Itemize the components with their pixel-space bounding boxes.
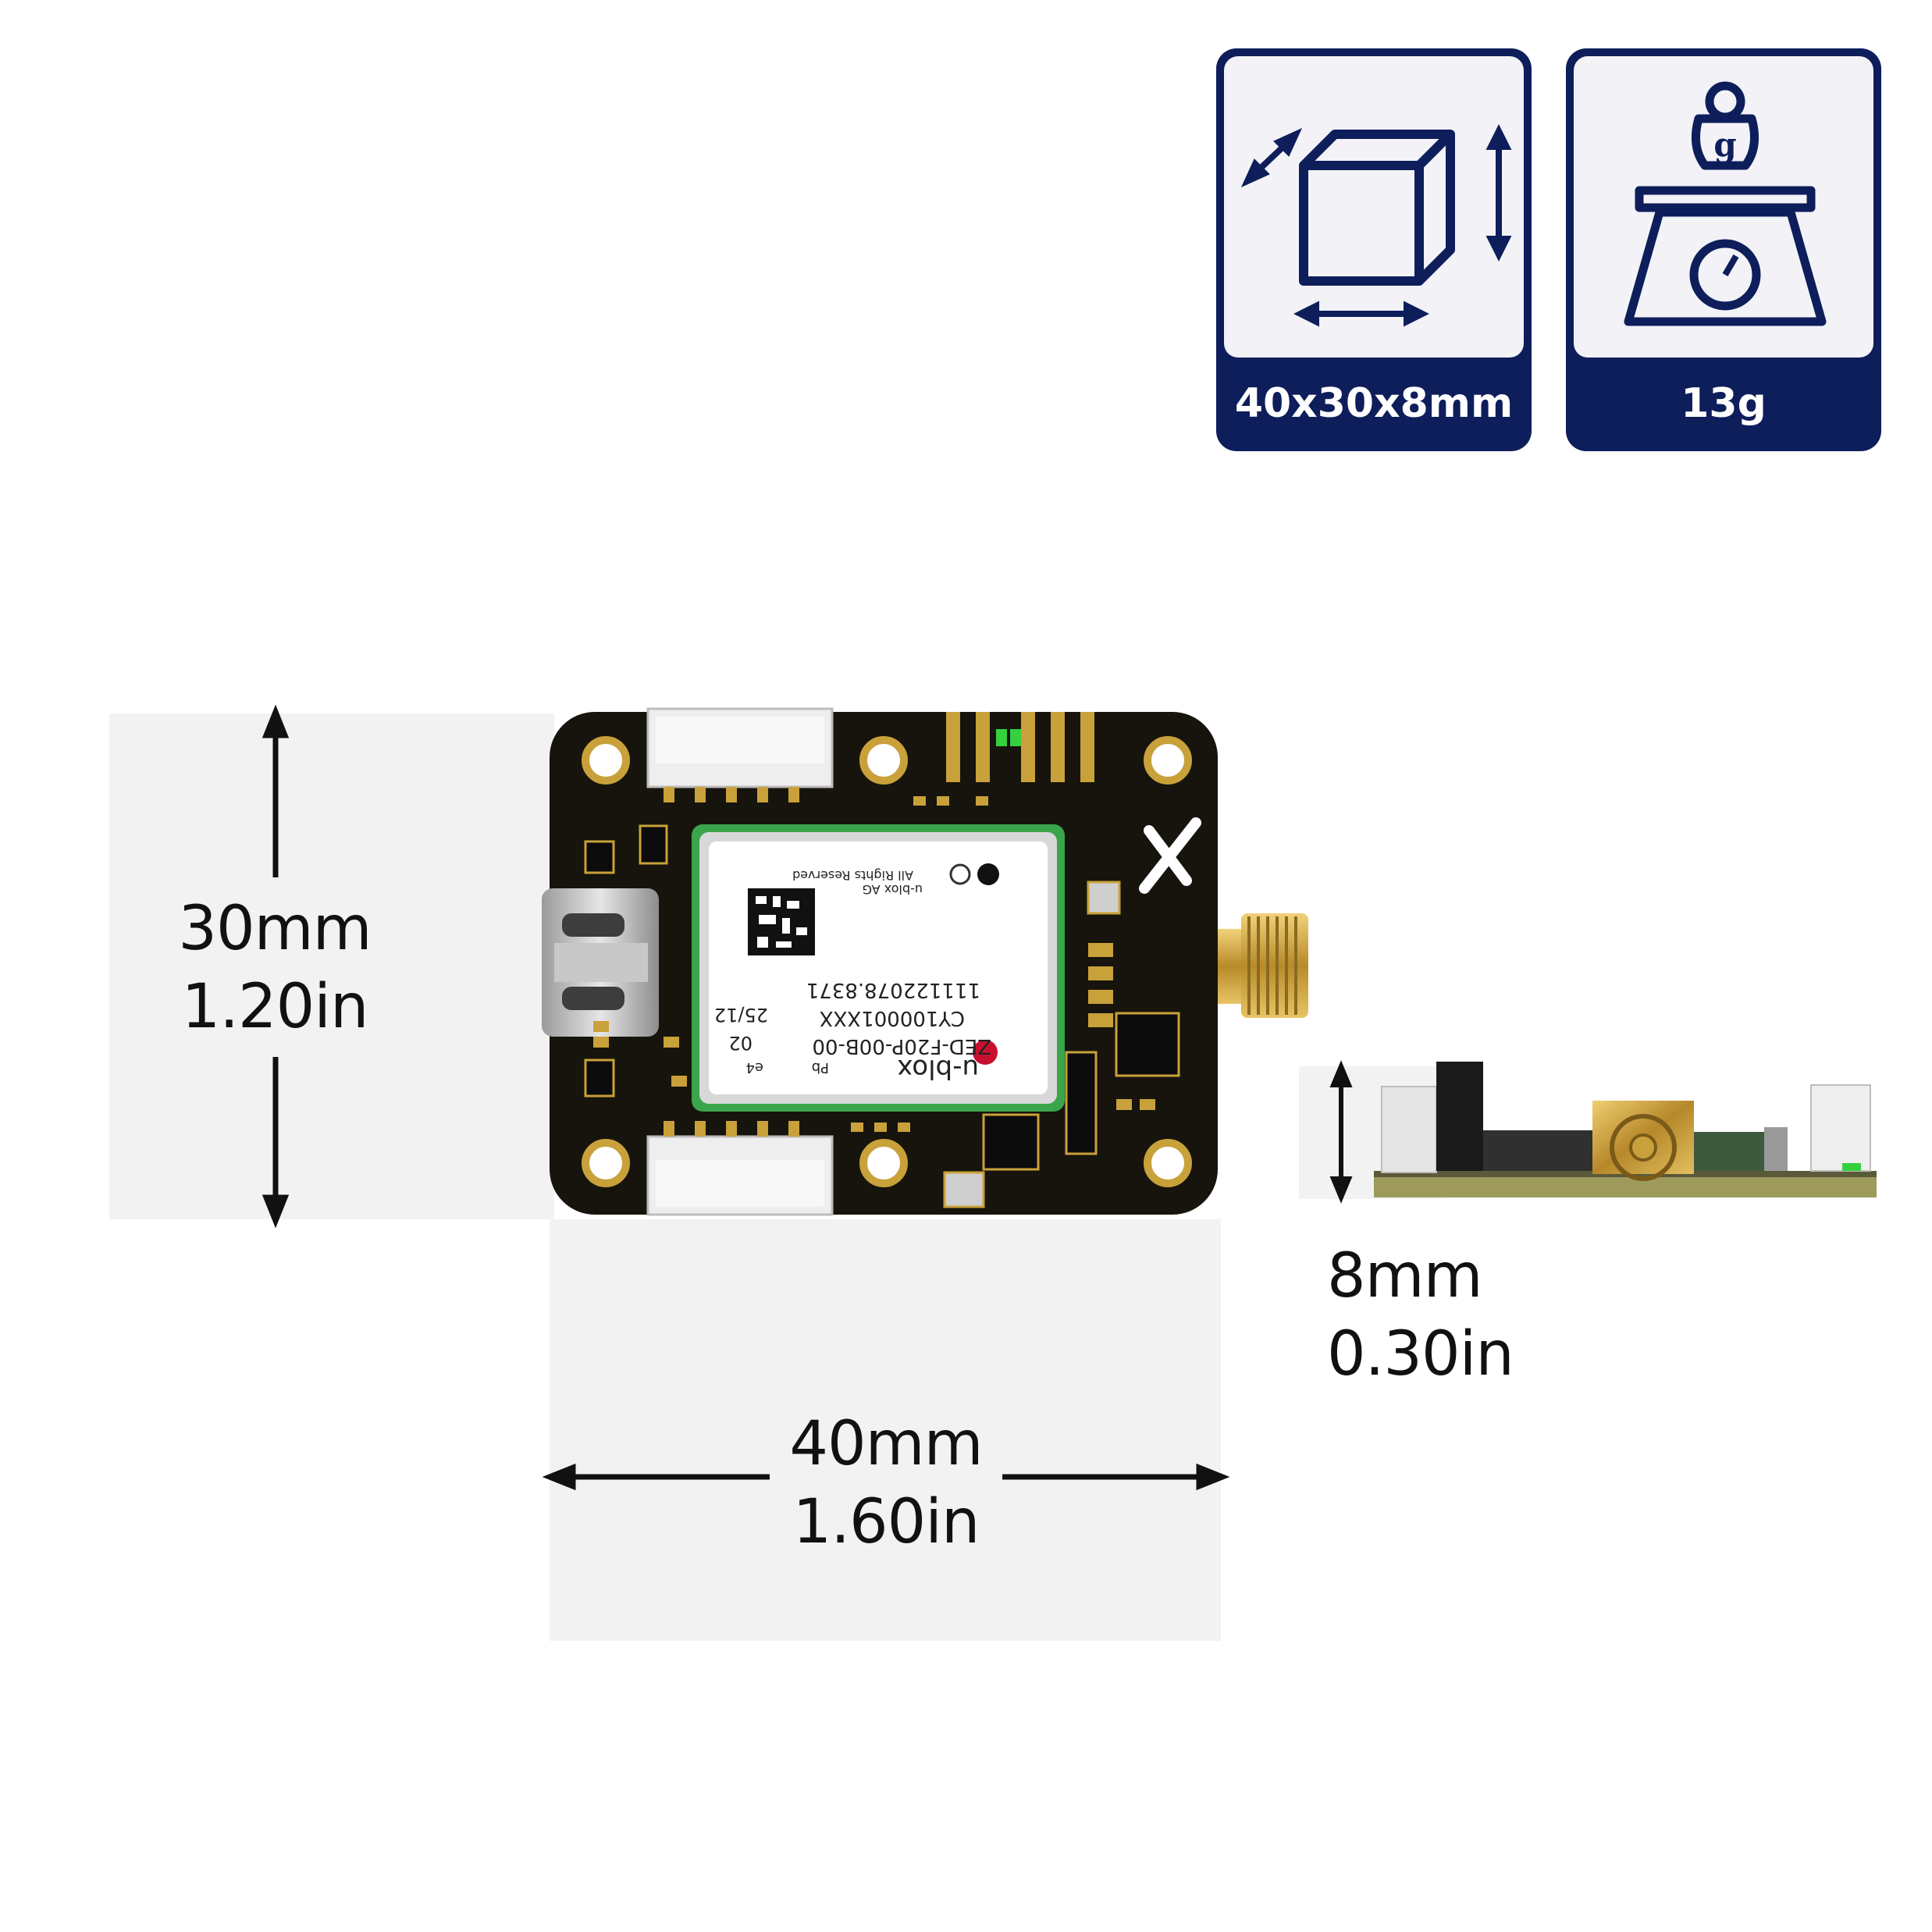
jst-connector-bottom xyxy=(646,1121,834,1216)
weight-g-symbol: g xyxy=(1713,126,1736,164)
height-in-label: 1.20in xyxy=(181,972,369,1042)
height-mm-label: 30mm xyxy=(178,894,372,964)
dimensions-card-icon-area xyxy=(1224,56,1524,358)
width-in-label: 1.60in xyxy=(792,1487,980,1557)
module-brand: u-blox xyxy=(897,1053,979,1084)
module-code-line: CY100001XXX xyxy=(820,1006,965,1030)
weight-card-icon-area: g xyxy=(1574,56,1873,358)
width-mm-label: 40mm xyxy=(789,1409,983,1479)
module-rights-line: All Rights Reserved xyxy=(792,868,913,883)
width-dimension-band xyxy=(550,1219,1221,1641)
module-partnumber-line: ZED-F20P-00B-00 xyxy=(812,1034,991,1058)
dimensions-cube-icon xyxy=(1240,124,1512,327)
weight-scale-icon: g xyxy=(1624,81,1827,326)
brand-x-logo xyxy=(1139,817,1201,894)
module-rev-code: 02 xyxy=(728,1032,753,1054)
depth-in-label: 0.30in xyxy=(1327,1319,1514,1389)
usb-c-port xyxy=(542,888,659,1037)
weight-label: 13g xyxy=(1681,380,1767,427)
weight-card: g 13g xyxy=(1566,48,1881,451)
e4-mark: e4 xyxy=(745,1059,763,1076)
depth-mm-label: 8mm xyxy=(1327,1241,1483,1311)
pcb-top-view: All Rights Reserved u-blox AG 111122078.… xyxy=(542,707,1308,1216)
dimensions-card: 40x30x8mm xyxy=(1216,48,1532,451)
depth-arrow xyxy=(1329,1060,1353,1204)
gnss-module xyxy=(692,824,1065,1112)
module-date-code: 25/12 xyxy=(714,1004,768,1026)
height-dimension-band xyxy=(109,713,554,1219)
pcb-side-view xyxy=(1374,1062,1877,1197)
module-company-line: u-blox AG xyxy=(863,882,923,897)
jst-connector-top xyxy=(646,707,834,802)
pb-free-mark: Pb xyxy=(812,1059,829,1076)
dimensions-label: 40x30x8mm xyxy=(1234,380,1514,427)
height-arrow xyxy=(262,704,290,1229)
module-serial-line: 111122078.8371 xyxy=(806,978,980,1002)
width-arrow xyxy=(542,1463,1230,1491)
